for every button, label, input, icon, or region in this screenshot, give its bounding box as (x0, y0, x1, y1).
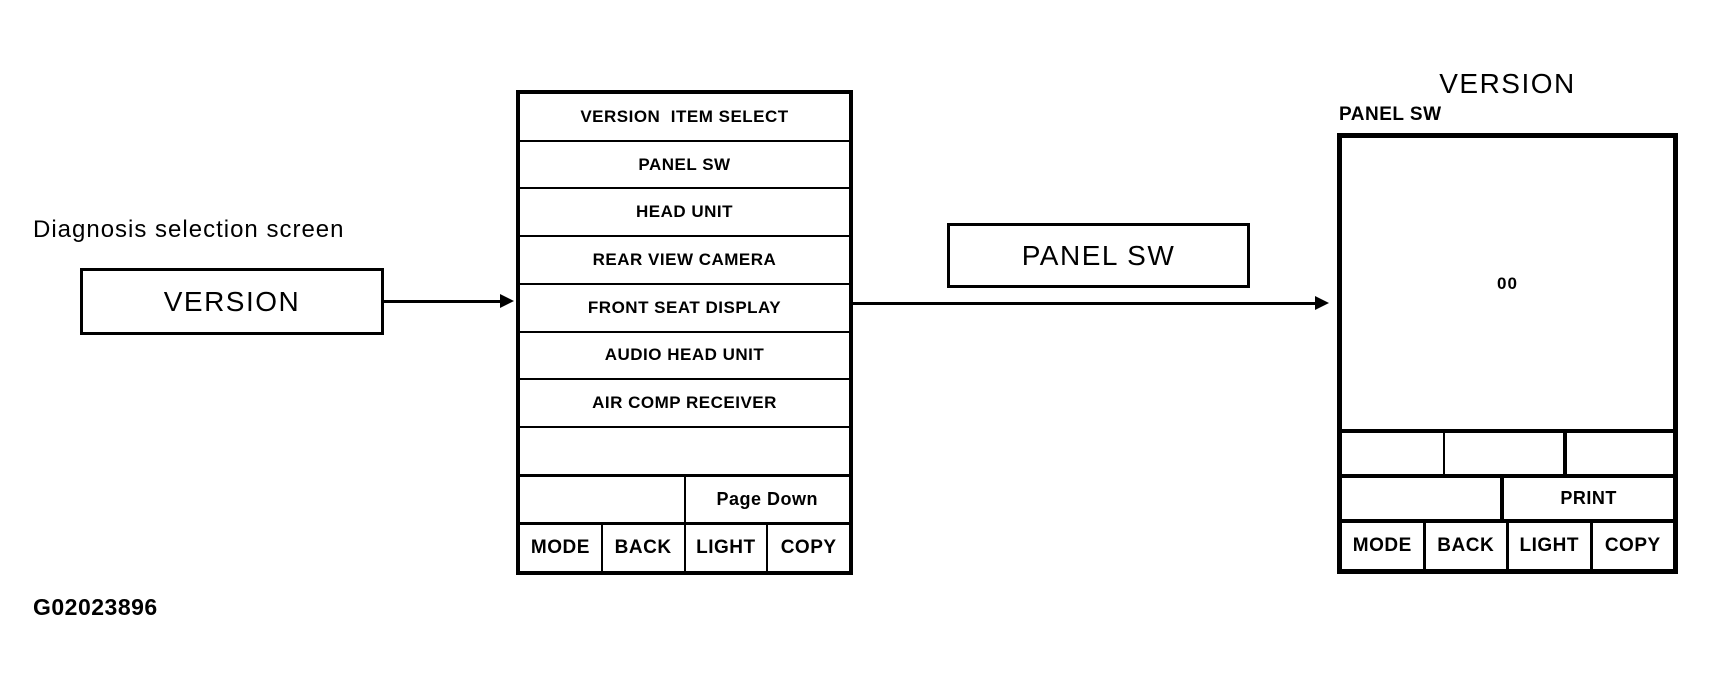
mode-button[interactable]: MODE (1342, 523, 1426, 569)
result-button-bar: MODE BACK LIGHT COPY (1342, 519, 1673, 569)
flow-arrow-1-head-icon (500, 294, 514, 308)
back-button[interactable]: BACK (603, 525, 686, 572)
empty-cell-3 (1567, 433, 1673, 474)
version-result-screen: 00 PRINT MODE BACK LIGHT COPY (1337, 133, 1678, 574)
diagram-caption: Diagnosis selection screen (33, 216, 345, 243)
diagnosis-menu-screen: VERSION ITEM SELECT PANEL SW HEAD UNIT R… (516, 90, 853, 575)
version-start-box-label: VERSION (163, 285, 301, 317)
panel-sw-label: PANEL SW (1339, 104, 1442, 125)
menu-item-rear-view-camera[interactable]: REAR VIEW CAMERA (520, 237, 849, 285)
menu-item-empty (520, 428, 849, 477)
page-down-button[interactable]: Page Down (716, 488, 818, 509)
menu-button-bar: MODE BACK LIGHT COPY (520, 525, 849, 572)
light-button[interactable]: LIGHT (686, 525, 769, 572)
menu-item-air-comp-receiver[interactable]: AIR COMP RECEIVER (520, 380, 849, 428)
copy-button[interactable]: COPY (780, 537, 837, 559)
result-print-row: PRINT (1342, 474, 1673, 519)
menu-item-panel-sw[interactable]: PANEL SW (520, 142, 849, 190)
version-value: 00 (1497, 273, 1518, 293)
back-button[interactable]: BACK (1426, 523, 1509, 569)
menu-item-head-unit[interactable]: HEAD UNIT (520, 189, 849, 238)
figure-id: G02023896 (33, 594, 158, 620)
empty-cell-1 (1342, 433, 1445, 474)
menu-item-audio-head-unit[interactable]: AUDIO HEAD UNIT (520, 333, 849, 381)
copy-button[interactable]: COPY (1604, 535, 1661, 556)
menu-pager-row: Page Down (520, 476, 849, 526)
version-screen-title: VERSION (1439, 68, 1576, 99)
empty-cell-2 (1445, 433, 1568, 474)
print-empty-cell (1342, 478, 1505, 519)
version-value-area: 00 (1342, 138, 1673, 429)
version-start-box: VERSION (80, 268, 384, 335)
panel-sw-connector-box: PANEL SW (947, 223, 1250, 288)
flow-arrow-2-head-icon (1315, 296, 1329, 310)
print-button[interactable]: PRINT (1560, 488, 1617, 508)
mode-button[interactable]: MODE (520, 525, 603, 572)
result-empty-row (1342, 429, 1673, 474)
light-button[interactable]: LIGHT (1509, 523, 1593, 569)
pager-empty-cell (520, 476, 686, 523)
menu-header: VERSION ITEM SELECT (520, 94, 849, 142)
menu-item-front-seat-display[interactable]: FRONT SEAT DISPLAY (520, 285, 849, 333)
panel-sw-connector-label: PANEL SW (1021, 239, 1176, 271)
flow-arrow-2-line (853, 302, 1317, 305)
flow-arrow-1-line (383, 300, 502, 303)
